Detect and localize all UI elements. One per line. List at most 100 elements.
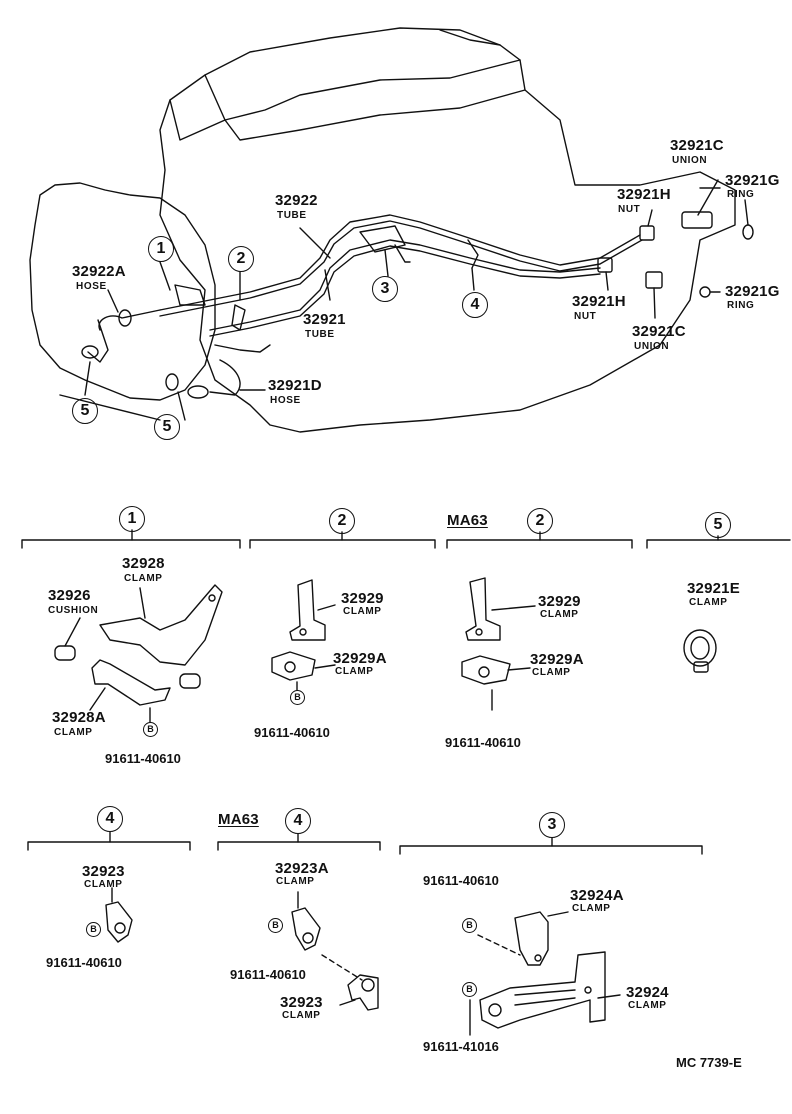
clamp-32929A-ma63-shape — [461, 655, 511, 685]
group-5-callout: 5 — [705, 512, 731, 538]
group-2-model: MA63 — [447, 512, 488, 529]
clamp-32923-ma63-shape — [347, 974, 379, 1011]
part-32923-number: 32923 — [82, 863, 125, 880]
hose-32921D — [209, 359, 241, 396]
group-4-callout: 4 — [97, 806, 123, 832]
part-32921H-a-desc: NUT — [618, 204, 641, 215]
bolt-marker-3a: B — [462, 918, 477, 933]
group-2-bolt-number: 91611-40610 — [254, 725, 330, 740]
clamp-32929A-shape — [271, 651, 316, 681]
nut-32921H-a — [639, 225, 655, 241]
group-4-model: MA63 — [218, 811, 259, 828]
group-3-bolt-b-number: 91611-41016 — [423, 1039, 499, 1054]
group-1-callout: 1 — [119, 506, 145, 532]
diagram-reference-code: MC 7739-E — [676, 1055, 742, 1070]
transmission-outline — [29, 182, 216, 401]
callout-5-b: 5 — [154, 414, 180, 440]
group-1-bolt-number: 91611-40610 — [105, 751, 181, 766]
part-32924A-desc: CLAMP — [572, 903, 611, 914]
part-32929A-number: 32929A — [333, 650, 387, 667]
part-32922-desc: TUBE — [277, 210, 307, 221]
engine-top-face — [204, 59, 521, 121]
nut-32921H-b — [597, 257, 613, 273]
group-3-bolt-a-number: 91611-40610 — [423, 873, 499, 888]
part-32926-number: 32926 — [48, 587, 91, 604]
hose-32922A — [98, 309, 161, 331]
part-32921C-a-number: 32921C — [670, 137, 724, 154]
part-32924-desc: CLAMP — [628, 1000, 667, 1011]
group-4-ma63-callout: 4 — [285, 808, 311, 834]
clamp-32923-shape — [105, 901, 133, 943]
part-32922A-number: 32922A — [72, 263, 126, 280]
part-32921C-b-number: 32921C — [632, 323, 686, 340]
part-32921H-b-number: 32921H — [572, 293, 626, 310]
part-32923-desc: CLAMP — [84, 879, 123, 890]
tube-32922 — [159, 214, 641, 311]
engine-block-outline — [159, 27, 736, 433]
part-32922A-desc: HOSE — [76, 281, 107, 292]
part-32921H-b-desc: NUT — [574, 311, 597, 322]
part-32929A-desc: CLAMP — [335, 666, 374, 677]
part-32921-number: 32921 — [303, 311, 346, 328]
part-32928-desc: CLAMP — [124, 573, 163, 584]
part-32921D-number: 32921D — [268, 377, 322, 394]
part-32929-ma63-number: 32929 — [538, 593, 581, 610]
group-4-bolt-number: 91611-40610 — [46, 955, 122, 970]
clamp-32928A-shape — [91, 659, 171, 706]
part-32921G-a-number: 32921G — [725, 172, 780, 189]
part-32928A-desc: CLAMP — [54, 727, 93, 738]
part-32921G-a-desc: RING — [727, 189, 755, 200]
part-32921G-b-number: 32921G — [725, 283, 780, 300]
clamp-32924-shape — [479, 951, 606, 1029]
part-32923-ma63-number: 32923 — [280, 994, 323, 1011]
bolt-marker-2: B — [290, 690, 305, 705]
part-32921-desc: TUBE — [305, 329, 335, 340]
clamp-32929-ma63-shape — [465, 577, 501, 641]
callout-4: 4 — [462, 292, 488, 318]
part-32921H-a-number: 32921H — [617, 186, 671, 203]
tube-32921 — [209, 239, 601, 331]
cushion-32926-shape — [54, 645, 76, 661]
group-2-ma63-callout: 2 — [527, 508, 553, 534]
group-2-callout: 2 — [329, 508, 355, 534]
part-32923A-number: 32923A — [275, 860, 329, 877]
part-32921E-number: 32921E — [687, 580, 740, 597]
group-3-callout: 3 — [539, 812, 565, 838]
callout-3: 3 — [372, 276, 398, 302]
clamp-32921E-shape — [683, 629, 717, 667]
part-32929-desc: CLAMP — [343, 606, 382, 617]
part-32929A-ma63-number: 32929A — [530, 651, 584, 668]
callout-5: 5 — [72, 398, 98, 424]
bolt-marker-4: B — [86, 922, 101, 937]
part-32926-desc: CUSHION — [48, 605, 99, 616]
part-32929A-ma63-desc: CLAMP — [532, 667, 571, 678]
clamp-32923A-shape — [291, 907, 321, 951]
part-32929-ma63-desc: CLAMP — [540, 609, 579, 620]
part-32924-number: 32924 — [626, 984, 669, 1001]
part-32921C-a-desc: UNION — [672, 155, 708, 166]
ring-32921G-b — [699, 286, 711, 298]
part-32922-number: 32922 — [275, 192, 318, 209]
bolt-marker-1: B — [143, 722, 158, 737]
part-32921E-desc: CLAMP — [689, 597, 728, 608]
group-2-ma63-bolt-number: 91611-40610 — [445, 735, 521, 750]
clamp-32924A-shape — [514, 911, 549, 966]
part-32921C-b-desc: UNION — [634, 341, 670, 352]
union-32921C-b — [645, 271, 663, 289]
bolt-marker-3b: B — [462, 982, 477, 997]
part-32924A-number: 32924A — [570, 887, 624, 904]
group-4-ma63-bolt-number: 91611-40610 — [230, 967, 306, 982]
clamp-32928-shape — [99, 584, 223, 666]
part-32921G-b-desc: RING — [727, 300, 755, 311]
callout-2: 2 — [228, 246, 254, 272]
clamp-32929-shape — [289, 579, 326, 641]
part-32923-ma63-desc: CLAMP — [282, 1010, 321, 1021]
part-32928-number: 32928 — [122, 555, 165, 572]
bolt-marker-4-ma63: B — [268, 918, 283, 933]
union-32921C-a — [681, 211, 713, 229]
part-32928A-number: 32928A — [52, 709, 106, 726]
ring-32921G-a — [742, 224, 754, 240]
part-32929-number: 32929 — [341, 590, 384, 607]
part-32921D-desc: HOSE — [270, 395, 301, 406]
